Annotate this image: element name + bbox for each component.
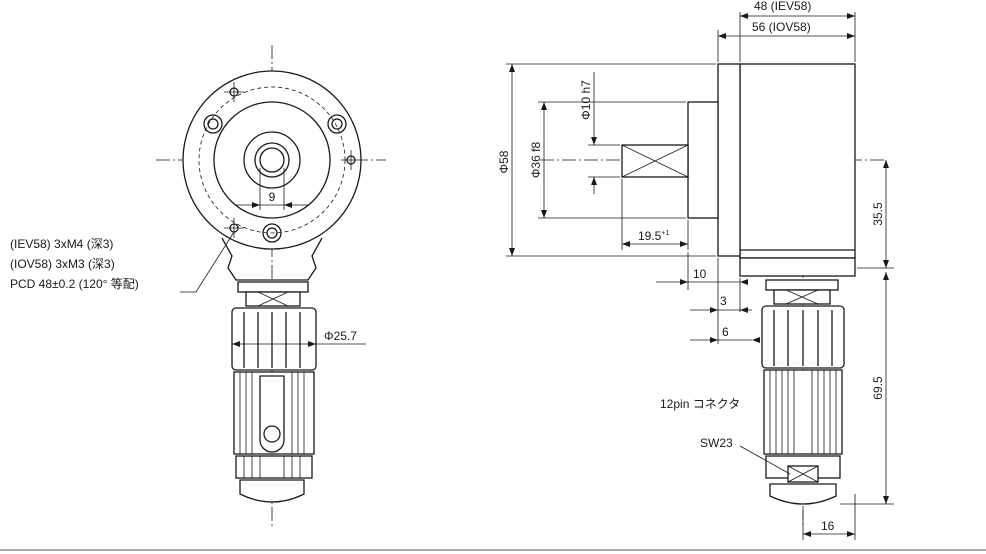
front-connector-outlet	[221, 237, 323, 281]
dim-length-top	[717, 12, 856, 62]
dim-length-iov-label: 56 (IOV58)	[752, 20, 811, 34]
dim-body-dia-label: Φ58	[497, 150, 511, 173]
dim-flange-3	[690, 258, 752, 344]
dim-width-16	[802, 494, 856, 540]
wrench-label: SW23	[700, 436, 733, 450]
dim-shaft-dia	[588, 72, 620, 194]
dim-flange-10-label: 10	[693, 267, 707, 281]
side-shaft-flat-x2	[621, 144, 689, 178]
dim-shaft-length-value: 19.5	[638, 229, 662, 243]
hole-note-leader	[180, 231, 235, 293]
dim-length-iev-label: 48 (IEV58)	[754, 0, 811, 13]
side-spigot	[687, 101, 719, 219]
dim-connector-dia	[232, 341, 366, 347]
side-body	[739, 63, 856, 259]
front-view	[156, 45, 386, 528]
front-shaft-circle	[254, 142, 290, 178]
dim-shaft-flat	[236, 168, 308, 210]
hole-note-line1: (IEV58) 3xM4 (深3)	[10, 237, 113, 251]
side-connector	[761, 279, 845, 505]
dim-shaft-length-tolerance: +1	[661, 230, 669, 237]
side-outlet	[739, 257, 856, 277]
dim-height-695	[840, 272, 894, 505]
front-tapped-hole-right	[341, 150, 361, 170]
dim-shaft-flat-label: 9	[269, 190, 276, 204]
dim-flange-3-label: 3	[720, 294, 727, 308]
front-hub-circle	[243, 131, 301, 189]
dim-shaft-length-label: 19.5+1	[638, 229, 669, 243]
dim-flange-6	[690, 337, 760, 343]
front-connector	[231, 281, 317, 503]
front-screw-right	[327, 114, 347, 134]
dim-shaft-dia-label: Φ10 h7	[579, 80, 593, 120]
wrench-leader	[739, 445, 791, 475]
dim-height-695-label: 69.5	[871, 376, 885, 400]
side-flange	[717, 63, 741, 257]
connector-label: 12pin コネクタ	[660, 397, 740, 411]
dim-width-16-label: 16	[821, 519, 835, 533]
dim-flange-10	[656, 252, 748, 312]
front-flange-outline	[182, 70, 362, 250]
front-tapped-hole-top	[224, 82, 244, 102]
dim-connector-dia-label: Φ25.7	[324, 329, 357, 343]
hole-note-line2: (IOV58) 3xM3 (深3)	[10, 257, 115, 271]
dim-height-355	[857, 160, 894, 269]
front-spigot-circle	[213, 101, 331, 219]
front-shaft-flat	[259, 147, 285, 173]
dim-body-dia	[506, 63, 716, 257]
dim-flange-6-label: 6	[722, 325, 729, 339]
front-screw-bottom	[262, 223, 282, 243]
dim-spigot-dia-label: Φ36 f8	[529, 142, 543, 179]
dim-spigot-dia	[538, 101, 686, 219]
hole-note-line3: PCD 48±0.2 (120° 等配)	[10, 277, 139, 291]
side-view	[506, 12, 894, 540]
dim-height-355-label: 35.5	[871, 202, 885, 226]
front-screw-left	[203, 114, 223, 134]
dim-shaft-length	[621, 179, 689, 250]
